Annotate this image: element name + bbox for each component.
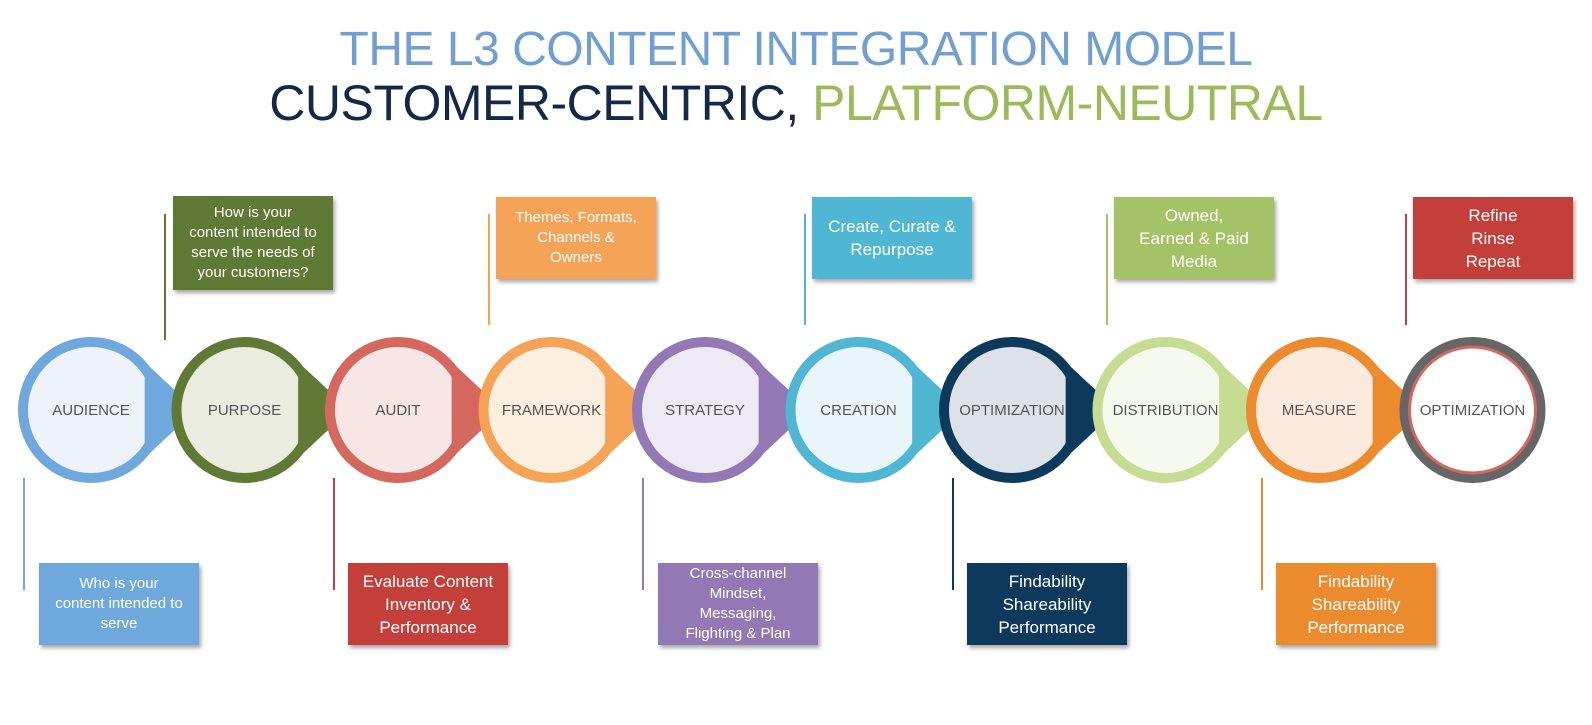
description-box: Who is your content intended to serve: [39, 563, 199, 645]
stage-label: STRATEGY: [665, 402, 745, 419]
connector-line: [952, 478, 954, 590]
stage-ring: [1399, 337, 1546, 483]
stage-arrow: [1372, 362, 1424, 458]
stage-node: [632, 337, 810, 483]
connector-line: [23, 478, 25, 590]
stage-node: [325, 337, 503, 483]
stage-node: [1399, 337, 1546, 483]
stage-arrow: [758, 362, 810, 458]
connector-line: [164, 214, 166, 340]
connector-line: [642, 478, 644, 590]
stage-node: [785, 337, 964, 483]
stage-arrow: [451, 362, 503, 458]
stage-arrow: [912, 362, 964, 458]
subtitle-part-platform-neutral: PLATFORM-NEUTRAL: [812, 75, 1323, 131]
stage-arrow: [1219, 362, 1271, 458]
stage-node: [18, 337, 196, 483]
diagram-title: THE L3 CONTENT INTEGRATION MODEL: [339, 23, 1254, 76]
stage-label: CREATION: [820, 402, 896, 419]
description-box: Findability Shareability Performance: [967, 563, 1127, 645]
stage-node: [478, 337, 657, 483]
stage-node: [1092, 337, 1271, 483]
description-box: Owned, Earned & Paid Media: [1114, 197, 1274, 279]
description-box: Refine Rinse Repeat: [1413, 197, 1573, 279]
stage-label: AUDIENCE: [52, 402, 130, 419]
stage-label: OPTIMIZATION: [959, 402, 1065, 419]
connector-line: [488, 214, 490, 325]
description-box: How is your content intended to serve th…: [173, 196, 333, 290]
description-box: Cross-channel Mindset, Messaging, Flight…: [658, 563, 818, 645]
stage-node: [939, 337, 1117, 483]
description-box: Themes, Formats, Channels & Owners: [496, 197, 656, 279]
connector-line: [333, 478, 335, 590]
connector-line: [1261, 478, 1263, 590]
stage-label: AUDIT: [376, 402, 421, 419]
stage-arrow: [1065, 362, 1117, 458]
connector-line: [1405, 214, 1407, 325]
stage-label: DISTRIBUTION: [1113, 402, 1219, 419]
diagram-subtitle: CUSTOMER-CENTRIC, PLATFORM-NEUTRAL: [0, 74, 1592, 132]
description-box: Evaluate Content Inventory & Performance: [348, 563, 508, 645]
stage-inner-ring: [1408, 345, 1537, 475]
connector-line: [804, 214, 806, 325]
stage-label: PURPOSE: [208, 402, 281, 419]
description-box: Findability Shareability Performance: [1276, 563, 1436, 645]
subtitle-part-customer-centric: CUSTOMER-CENTRIC,: [269, 75, 813, 131]
stage-label: OPTIMIZATION: [1420, 402, 1526, 419]
stage-label: MEASURE: [1282, 402, 1356, 419]
description-box: Create, Curate & Repurpose: [812, 197, 972, 279]
stage-arrow: [144, 362, 196, 458]
stage-arrow: [298, 362, 350, 458]
stage-label: FRAMEWORK: [502, 402, 601, 419]
stage-node: [171, 337, 350, 483]
stage-node: [1246, 337, 1424, 483]
stage-arrow: [605, 362, 657, 458]
connector-line: [1106, 214, 1108, 325]
